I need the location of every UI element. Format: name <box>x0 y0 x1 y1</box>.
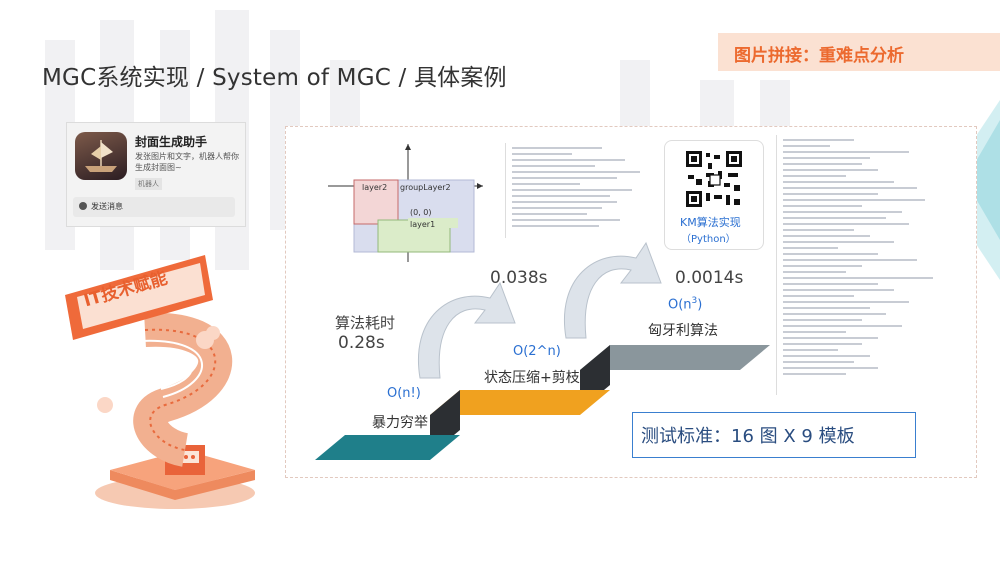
page-title: MGC系统实现 / System of MGC / 具体案例 <box>42 65 507 91</box>
code-snippet <box>505 143 656 238</box>
complexity-hungarian-close: ) <box>697 297 703 313</box>
qr-code-icon <box>684 149 744 209</box>
curved-arrow-icon <box>418 281 516 379</box>
curved-arrow-icon <box>564 241 662 339</box>
qr-card: KM算法实现 （Python） <box>664 140 764 250</box>
layer-diagram-svg <box>328 144 483 262</box>
complexity-state-compression: O(2^n) <box>513 344 561 359</box>
benchmark-box: 测试标准：16 图 X 9 模板 <box>632 412 916 458</box>
timing-state-compression: 0.038s <box>490 268 548 288</box>
layer1-label: layer1 <box>410 220 436 229</box>
group-layer2-label: groupLayer2 <box>400 183 451 192</box>
layer2-label: layer2 <box>362 183 388 192</box>
timing-hungarian: 0.0014s <box>675 268 744 288</box>
ship-icon <box>85 140 117 172</box>
complexity-bruteforce: O(n!) <box>387 386 421 401</box>
send-message-button[interactable]: 发送消息 <box>73 197 235 217</box>
qr-subcaption: （Python） <box>681 234 736 245</box>
section-tag: 图片拼接：重难点分析 <box>718 33 1000 71</box>
app-avatar <box>75 132 127 180</box>
bot-badge: 机器人 <box>135 178 162 190</box>
chat-icon <box>79 202 87 210</box>
qr-caption: KM算法实现 <box>680 216 741 229</box>
timing-bruteforce: 0.28s <box>338 333 385 353</box>
benchmark-label: 测试标准：16 图 X 9 模板 <box>641 426 855 447</box>
it-sign-illustration <box>65 255 255 509</box>
timing-label: 算法耗时 <box>335 314 396 332</box>
send-message-label: 发送消息 <box>91 202 123 211</box>
layer-diagram: layer2 groupLayer2 (0, 0) layer1 <box>318 140 488 265</box>
code-snippet <box>776 135 935 395</box>
complexity-hungarian: O(n3) <box>668 296 702 312</box>
step-hungarian-name: 匈牙利算法 <box>648 323 718 339</box>
app-name: 封面生成助手 <box>135 135 208 149</box>
step-bruteforce-name: 暴力穷举 <box>372 415 428 431</box>
complexity-hungarian-exponent: 3 <box>691 296 698 306</box>
origin-label: (0, 0) <box>410 208 432 217</box>
section-tag-label: 图片拼接：重难点分析 <box>734 46 904 66</box>
complexity-staircase <box>315 345 770 460</box>
step-state-compression-name: 状态压缩+剪枝 <box>484 370 580 386</box>
bot-app-card: 封面生成助手 发张图片和文字，机器人帮你生成封面图~ 机器人 发送消息 <box>66 122 246 227</box>
app-description: 发张图片和文字，机器人帮你生成封面图~ <box>135 152 239 172</box>
complexity-hungarian-base: O(n <box>668 297 692 313</box>
